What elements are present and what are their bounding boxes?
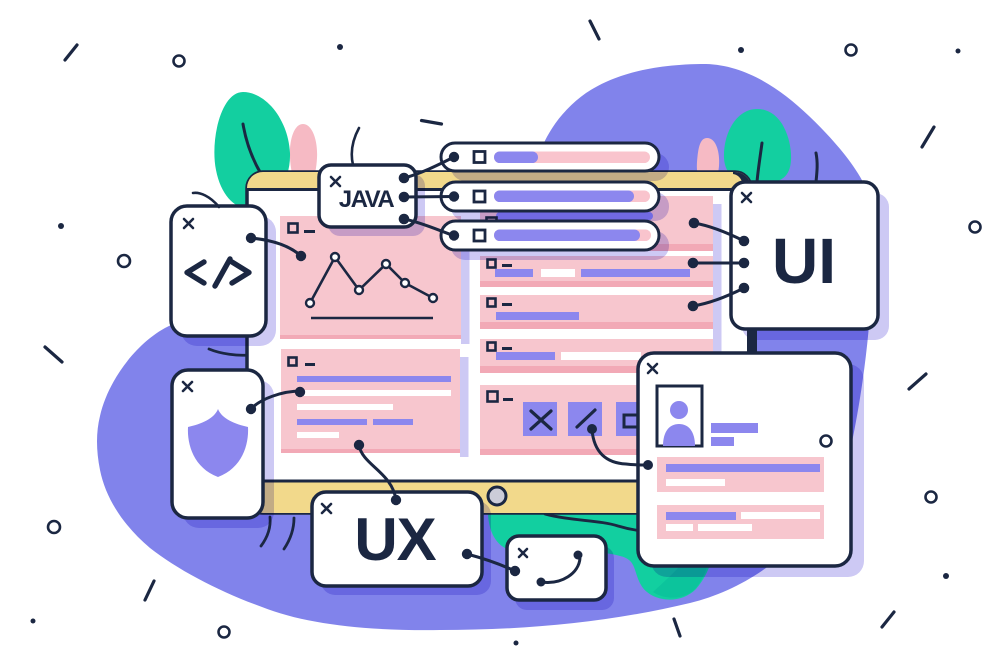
svg-text:JAVA: JAVA [339,186,395,213]
svg-text:UI: UI [772,225,836,297]
svg-text:UX: UX [354,506,436,573]
